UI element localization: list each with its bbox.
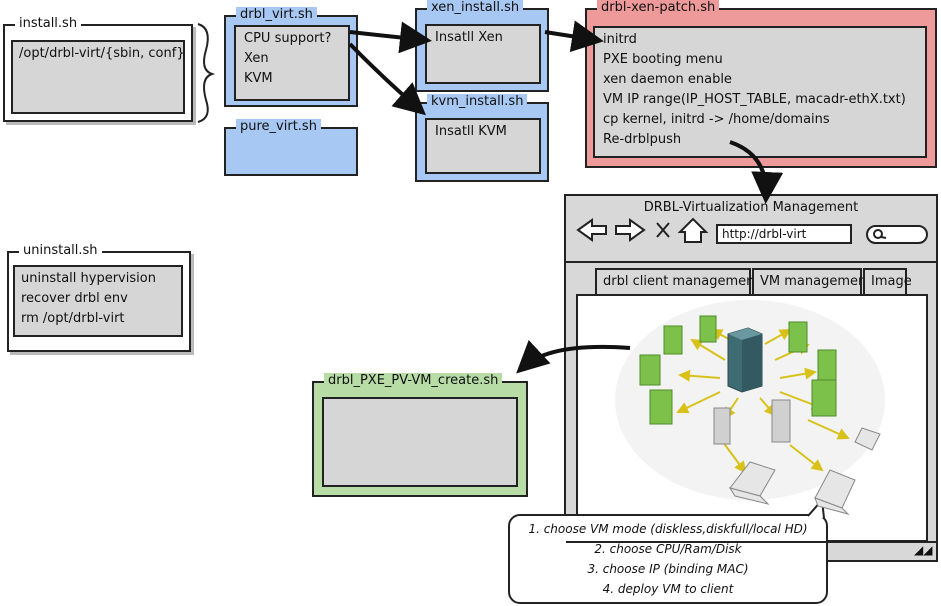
pxe-vm-create-sh-content xyxy=(322,397,518,487)
arrow-to-kvm-install xyxy=(348,42,427,116)
drbl-virt-line-xen: Xen xyxy=(244,51,269,66)
install-sh-line: /opt/drbl-virt/{sbin, conf} xyxy=(19,46,185,61)
install-sh-content: /opt/drbl-virt/{sbin, conf} xyxy=(11,40,185,114)
tab-drbl-client-management[interactable]: drbl client management xyxy=(595,268,760,294)
xen-install-sh-title: xen_install.sh xyxy=(427,0,524,16)
drbl-virt-line-kvm: KVM xyxy=(244,71,273,86)
instruction-bubble: 1. choose VM mode (diskless,diskfull/loc… xyxy=(508,514,828,604)
uninstall-line: uninstall hypervision xyxy=(21,271,156,286)
bubble-line-mode: 1. choose VM mode (diskless,diskfull/loc… xyxy=(528,522,808,536)
resize-grip-icon[interactable]: ◢◢ xyxy=(914,543,933,557)
arrow-to-xen-install xyxy=(349,21,432,54)
drbl-xen-patch-sh-content: initrd PXE booting menu xen daemon enabl… xyxy=(593,26,927,158)
xen-patch-line: VM IP range(IP_HOST_TABLE, macadr-ethX.t… xyxy=(603,92,906,107)
xen-install-sh-content: Insatll Xen xyxy=(425,24,541,84)
bubble-line-resources: 2. choose CPU/Ram/Disk xyxy=(594,542,742,556)
tab-image[interactable]: Image xyxy=(863,268,912,294)
drbl-xen-patch-sh-title: drbl-xen-patch.sh xyxy=(597,0,720,16)
search-field[interactable] xyxy=(866,225,928,244)
xen-patch-line: initrd xyxy=(603,32,637,47)
drbl-virt-sh-content: CPU support? Xen KVM xyxy=(234,25,350,101)
kvm-install-sh-title: kvm_install.sh xyxy=(427,94,528,110)
browser-title: DRBL-Virtualization Management xyxy=(643,200,859,215)
uninstall-sh-content: uninstall hypervision recover drbl env r… xyxy=(13,265,183,337)
kvm-install-sh-content: Insatll KVM xyxy=(425,118,541,174)
uninstall-line: rm /opt/drbl-virt xyxy=(21,311,125,326)
pxe-vm-create-sh-box: drbl_PXE_PV-VM_create.sh xyxy=(312,373,528,497)
pure-virt-sh-title: pure_virt.sh xyxy=(236,119,321,135)
drbl-virt-line-cpu: CPU support? xyxy=(244,31,332,46)
uninstall-sh-box: uninstall.sh uninstall hypervision recov… xyxy=(7,243,191,352)
drbl-virt-sh-box: drbl_virt.sh CPU support? Xen KVM xyxy=(224,7,358,107)
uninstall-sh-title: uninstall.sh xyxy=(19,243,102,259)
kvm-install-line: Insatll KVM xyxy=(435,124,507,139)
xen-patch-line: cp kernel, initrd -> /home/domains xyxy=(603,112,830,127)
url-field[interactable]: http://drbl-virt xyxy=(716,224,852,244)
tab-vm-management[interactable]: VM management xyxy=(752,268,871,294)
uninstall-line: recover drbl env xyxy=(21,291,128,306)
browser-content xyxy=(576,294,928,542)
xen-patch-line: xen daemon enable xyxy=(603,72,732,87)
drbl-xen-patch-sh-box: drbl-xen-patch.sh initrd PXE booting men… xyxy=(585,0,937,168)
xen-install-line: Insatll Xen xyxy=(435,30,503,45)
pure-virt-sh-box: pure_virt.sh xyxy=(224,119,358,176)
install-sh-box: install.sh /opt/drbl-virt/{sbin, conf} xyxy=(3,16,193,122)
bubble-line-deploy: 4. deploy VM to client xyxy=(602,582,734,596)
xen-patch-line: Re-drblpush xyxy=(603,132,682,147)
pxe-vm-create-sh-title: drbl_PXE_PV-VM_create.sh xyxy=(324,373,503,389)
xen-install-sh-box: xen_install.sh Insatll Xen xyxy=(415,0,549,92)
xen-patch-line: PXE booting menu xyxy=(603,52,723,67)
kvm-install-sh-box: kvm_install.sh Insatll KVM xyxy=(415,94,549,182)
bubble-line-ip: 3. choose IP (binding MAC) xyxy=(587,562,749,576)
drbl-virt-sh-title: drbl_virt.sh xyxy=(236,7,317,23)
install-sh-title: install.sh xyxy=(15,16,82,32)
